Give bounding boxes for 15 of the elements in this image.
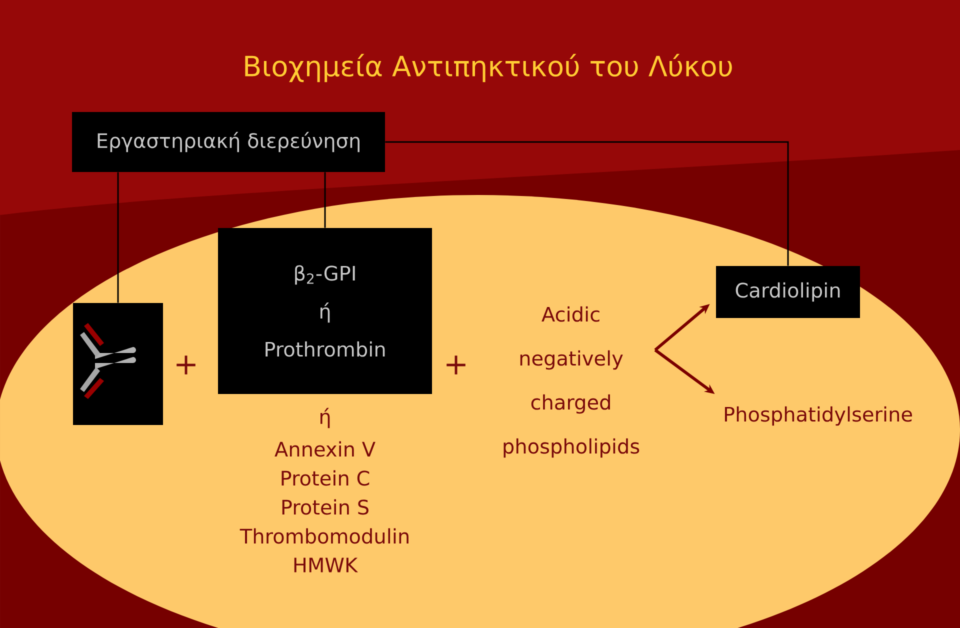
text-label: Annexin V — [274, 441, 376, 457]
antibody-box — [73, 303, 163, 425]
connector — [117, 172, 119, 303]
title: Βιοχημεία Αντιπηκτικού του Λύκου — [245, 54, 732, 82]
plus-sign: + — [176, 356, 196, 374]
connector — [324, 172, 326, 228]
text-label: Protein C — [282, 470, 370, 486]
text-label: HMWK — [294, 558, 358, 572]
text-label: Thrombomodulin — [240, 528, 408, 544]
label-box: Εργαστηριακή διερεύνηση — [72, 112, 385, 172]
text-label: Protein S — [282, 499, 368, 515]
label-box: Cardiolipin — [716, 266, 860, 318]
text-label: Acidic negatively charged phospholipids — [504, 306, 640, 458]
label-box: β$_{2}$-GPI ή Prothrombin — [218, 228, 432, 394]
text-label: Phosphatidylserine — [724, 406, 912, 426]
